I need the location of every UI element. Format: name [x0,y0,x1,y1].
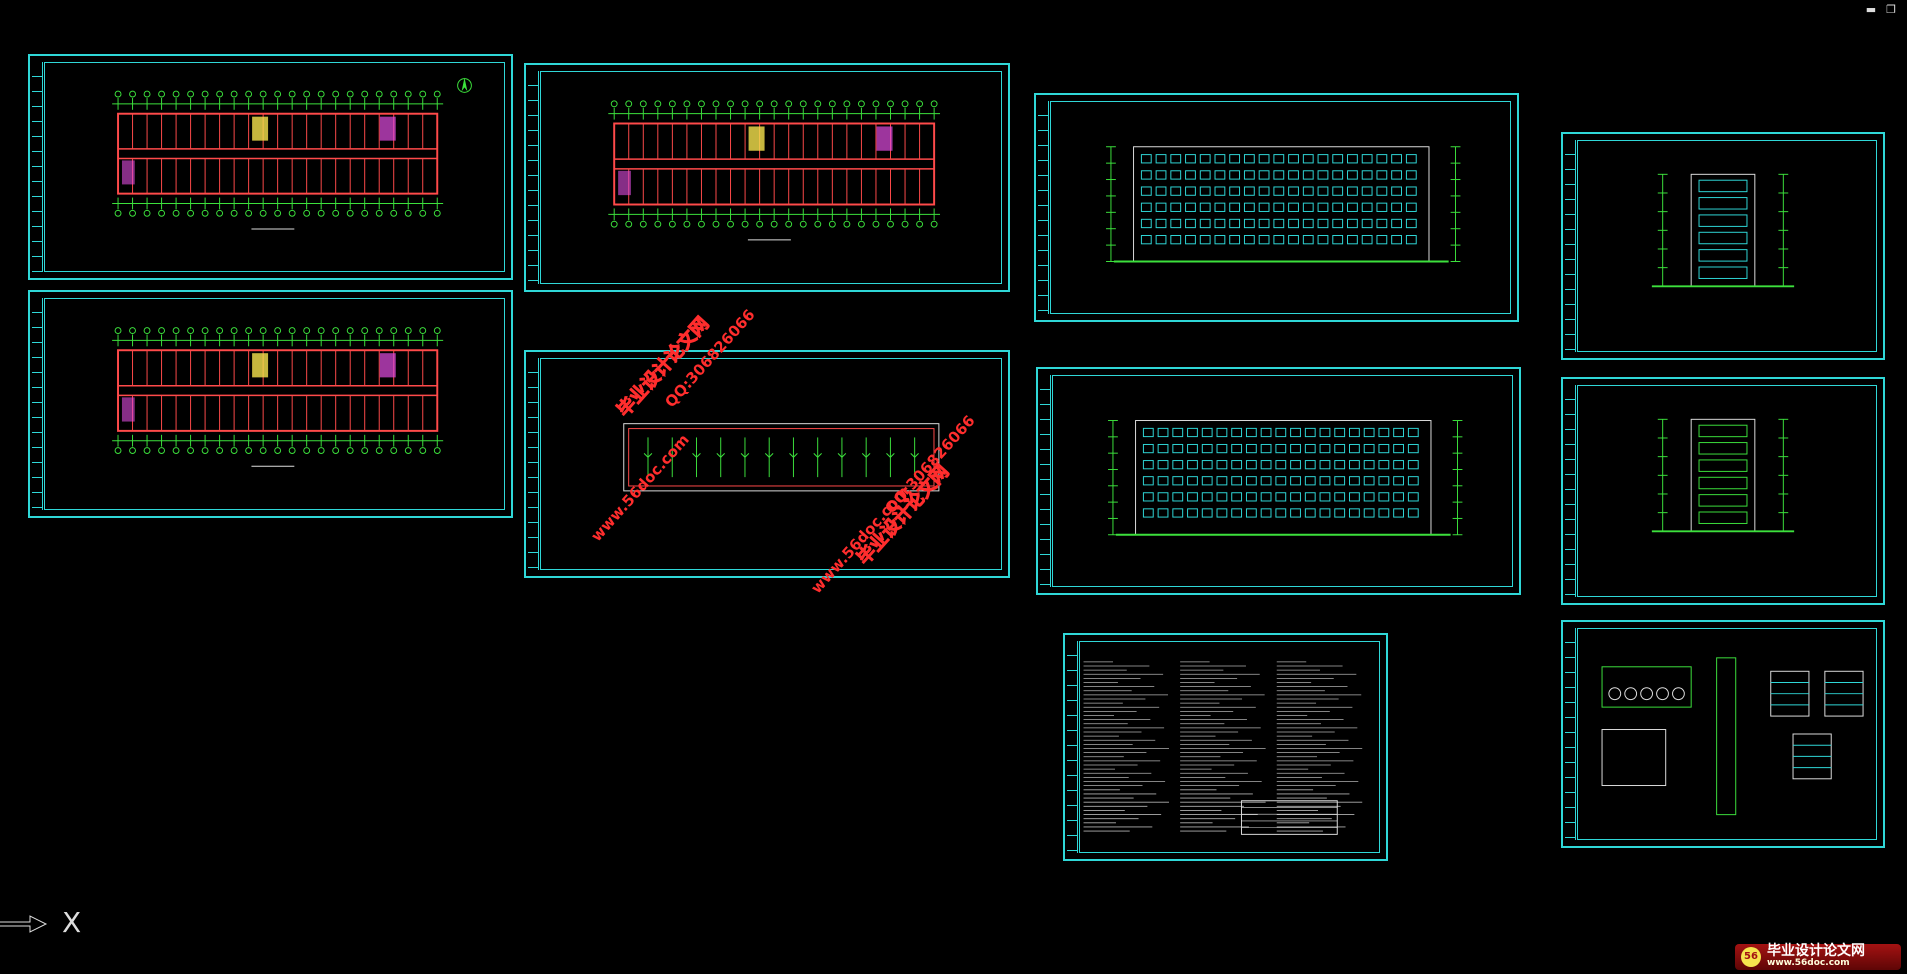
ucs-arrow-icon [0,915,48,933]
title-strip [32,298,43,510]
sheet-side-elevation[interactable] [1561,132,1885,360]
sheet-border [1577,140,1877,352]
roof-drawing [623,423,940,492]
elevation-drawing [1108,420,1463,536]
elevation-drawing [1106,146,1461,263]
title-strip [528,358,539,570]
side-drawing [1651,173,1795,288]
sheet-first-floor-plan[interactable] [28,54,513,280]
plan-drawing [112,77,472,230]
sheet-border [540,71,1002,284]
sheet-border [540,358,1002,570]
sheet-details[interactable] [1561,620,1885,848]
title-strip [528,71,539,284]
site-logo: 56 毕业设计论文网 www.56doc.com [1735,944,1901,970]
section-drawing [1651,418,1795,533]
sheet-design-notes[interactable] [1063,633,1388,861]
sheet-border [1050,101,1511,314]
sheet-border [1577,628,1877,840]
sheet-rear-elevation[interactable] [1036,367,1521,595]
restore-icon[interactable]: ❐ [1886,3,1896,16]
title-strip [1038,101,1049,314]
logo-disc-icon: 56 [1741,947,1761,967]
title-strip [1565,628,1576,840]
sheet-second-floor-plan[interactable] [524,63,1010,292]
sheet-standard-floor-plan[interactable] [28,290,513,518]
details-drawing [1601,657,1864,816]
plan-drawing [608,100,941,241]
title-strip [1565,385,1576,597]
sheet-border [44,62,505,272]
title-strip [1565,140,1576,352]
title-strip [1067,641,1078,853]
logo-title: 毕业设计论文网 [1767,943,1865,959]
sheet-front-elevation[interactable] [1034,93,1519,322]
sheet-section[interactable] [1561,377,1885,605]
title-strip [1040,375,1051,587]
sheet-border [1052,375,1513,587]
window-controls: ▬ ❐ [1865,4,1897,16]
sheet-roof-plan[interactable] [524,350,1010,578]
plan-drawing [112,327,444,467]
sheet-border [1577,385,1877,597]
logo-url: www.56doc.com [1767,958,1850,968]
sheet-border [44,298,505,510]
north-arrow-icon [457,77,472,93]
notes-drawing [1083,661,1363,835]
ucs-x-axis-label: X [62,906,82,939]
minimize-icon[interactable]: ▬ [1865,3,1877,16]
sheet-border [1079,641,1380,853]
title-strip [32,62,43,272]
